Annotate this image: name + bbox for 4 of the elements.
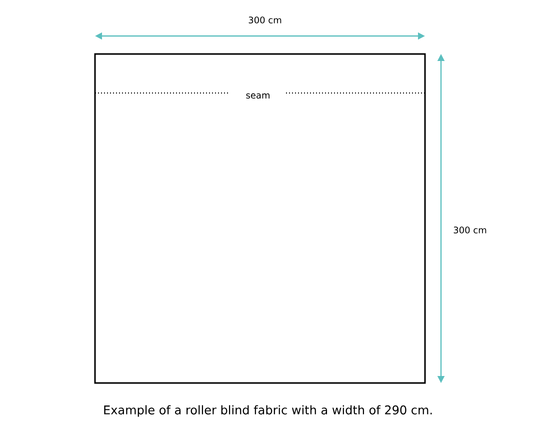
dimension-label: 300 cm [454, 226, 486, 234]
seam-label: seam [246, 93, 270, 99]
dimension-label: 300 cm [248, 16, 282, 24]
caption: Example of a roller blind fabric with a width of 290 cm. [104, 405, 432, 417]
